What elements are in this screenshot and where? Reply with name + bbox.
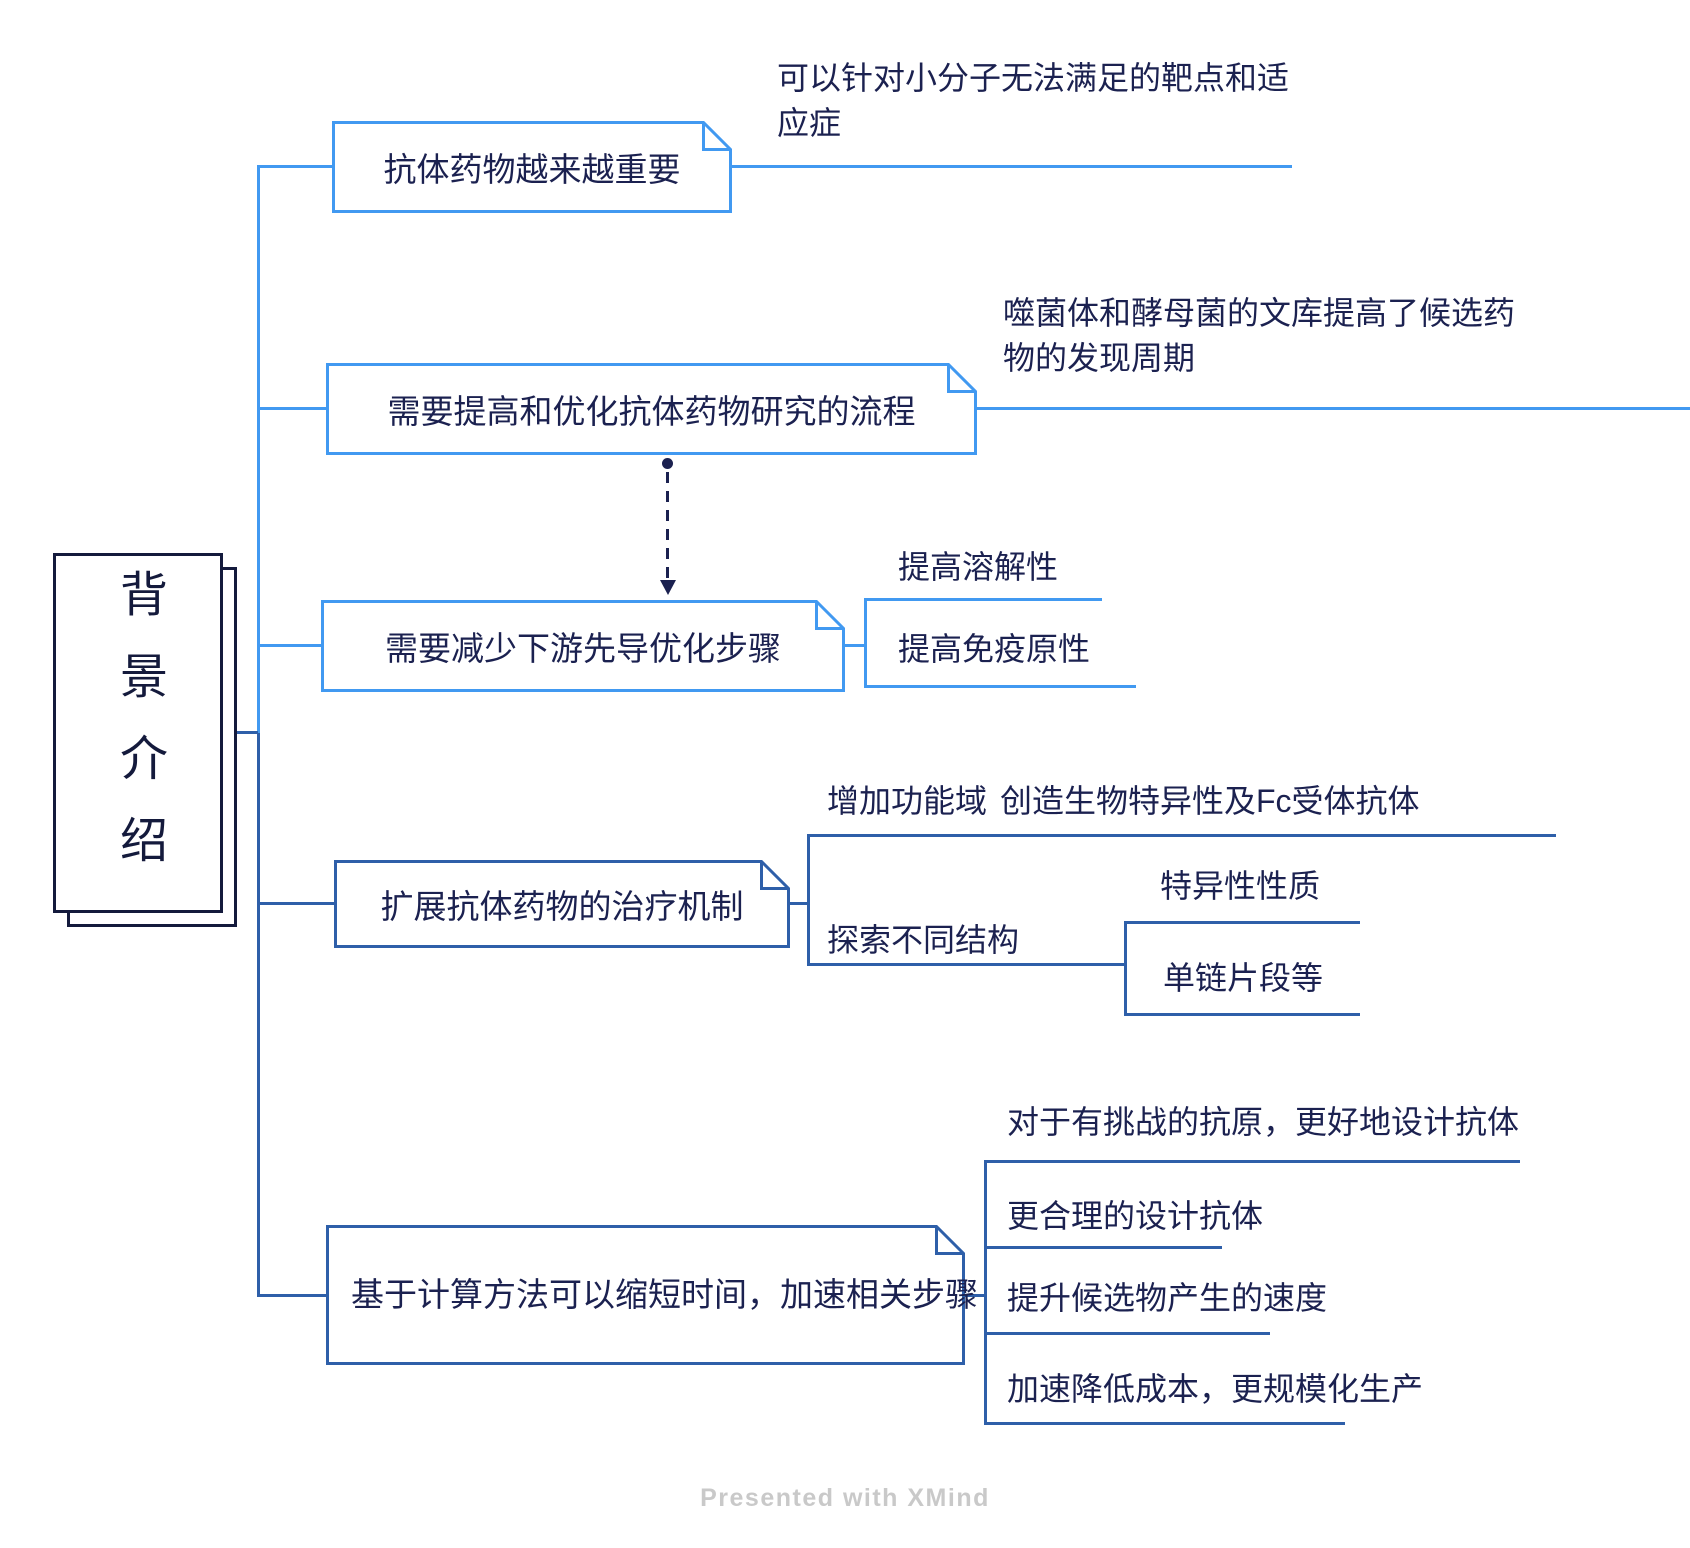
main-topic-1-label: 抗体药物越来越重要 <box>383 151 681 188</box>
main-topic-4[interactable]: 扩展抗体药物的治疗机制 <box>334 860 790 948</box>
branch-5-children-rail <box>984 1160 987 1425</box>
trunk-line-upper <box>257 166 260 733</box>
subtopic-4-2-underline <box>807 963 1126 966</box>
subtopic-3-1-underline <box>864 598 1102 601</box>
branch-4-children-stub <box>790 902 810 905</box>
subtopic-5-4-underline <box>984 1422 1345 1425</box>
main-topic-2-label: 需要提高和优化抗体药物研究的流程 <box>387 393 916 430</box>
trunk-line-lower <box>257 733 260 1297</box>
branch-5-connector <box>257 1294 328 1297</box>
subtopic-2-1[interactable]: 噬菌体和酵母菌的文库提高了候选药物的发现周期 <box>1003 295 1516 376</box>
main-topic-2[interactable]: 需要提高和优化抗体药物研究的流程 <box>326 363 977 455</box>
branch-4-connector <box>257 902 336 905</box>
fold-corner-icon <box>702 121 732 151</box>
branch-3-children-stub <box>845 644 867 647</box>
subtopic-4-1-1[interactable]: 创造生物特异性及Fc受体抗体 <box>1000 783 1420 819</box>
fold-corner-icon <box>815 600 845 630</box>
subtopic-4-2-2[interactable]: 单链片段等 <box>1163 960 1324 996</box>
subtopic-4-1-underline <box>807 834 1556 837</box>
subtopic-4-2[interactable]: 探索不同结构 <box>827 922 1020 958</box>
subtopic-4-2-2-underline <box>1124 1013 1360 1016</box>
main-topic-1[interactable]: 抗体药物越来越重要 <box>332 121 732 213</box>
subtopic-5-1[interactable]: 对于有挑战的抗原，更好地设计抗体 <box>1007 1104 1520 1140</box>
root-topic-label: 背景介绍 <box>112 569 165 897</box>
subtopic-5-4[interactable]: 加速降低成本，更规模化生产 <box>1007 1371 1424 1407</box>
subtopic-4-2-1-underline <box>1124 921 1360 924</box>
subtopic-5-3-underline <box>984 1332 1270 1335</box>
subtopic-5-2[interactable]: 更合理的设计抗体 <box>1007 1198 1264 1234</box>
subtopic-2-1-underline <box>977 407 1690 410</box>
relationship-arrowhead-icon <box>660 580 676 595</box>
main-topic-5-label: 基于计算方法可以缩短时间，加速相关步骤 <box>351 1276 978 1313</box>
main-topic-5[interactable]: 基于计算方法可以缩短时间，加速相关步骤 <box>326 1225 978 1365</box>
relationship-dashed-line <box>666 472 669 580</box>
branch-2-connector <box>257 407 328 410</box>
main-topic-3[interactable]: 需要减少下游先导优化步骤 <box>321 600 845 692</box>
root-connector <box>234 731 258 734</box>
subtopic-4-1[interactable]: 增加功能域 <box>827 783 988 819</box>
branch-3-children-rail <box>864 598 867 688</box>
fold-corner-icon <box>935 1225 965 1255</box>
root-topic-box[interactable] <box>53 553 223 913</box>
subtopic-1-1-underline <box>732 165 1292 168</box>
relationship-start-dot <box>662 458 673 469</box>
subtopic-5-2-underline <box>984 1246 1222 1249</box>
branch-5-children-stub <box>965 1294 987 1297</box>
main-topic-3-label: 需要减少下游先导优化步骤 <box>385 630 781 667</box>
fold-corner-icon <box>947 363 977 393</box>
branch-1-connector <box>257 165 334 168</box>
xmind-watermark: Presented with XMind <box>700 1484 990 1512</box>
subtopic-4-2-children-rail <box>1124 921 1127 1016</box>
subtopic-1-1[interactable]: 可以针对小分子无法满足的靶点和适应症 <box>777 60 1290 141</box>
main-topic-4-label: 扩展抗体药物的治疗机制 <box>380 888 744 925</box>
subtopic-3-2-underline <box>864 685 1136 688</box>
fold-corner-icon <box>760 860 790 890</box>
subtopic-3-2[interactable]: 提高免疫原性 <box>898 631 1091 667</box>
subtopic-4-2-1[interactable]: 特异性性质 <box>1160 868 1321 904</box>
branch-3-connector <box>257 644 323 647</box>
subtopic-5-3[interactable]: 提升候选物产生的速度 <box>1007 1280 1328 1316</box>
subtopic-5-1-underline <box>984 1160 1520 1163</box>
branch-4-children-rail <box>807 834 810 966</box>
root-topic[interactable]: 背景介绍 <box>53 553 223 913</box>
subtopic-3-1[interactable]: 提高溶解性 <box>898 549 1059 585</box>
